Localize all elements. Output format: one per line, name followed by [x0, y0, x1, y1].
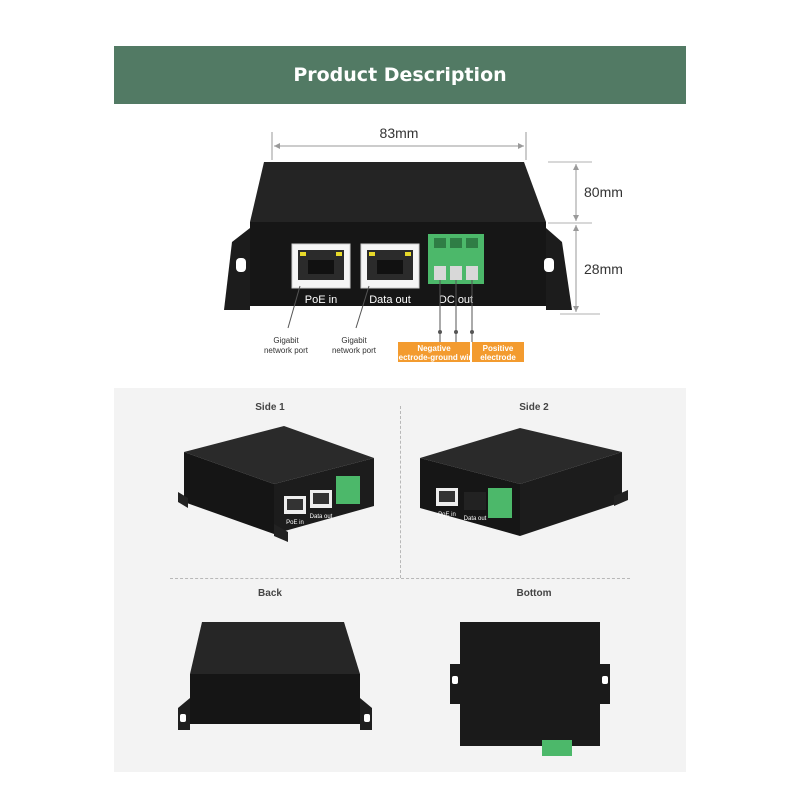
side-2-view: PoE in Data out: [410, 418, 630, 548]
side-1-poe-label: PoE in: [286, 520, 304, 526]
view-caption-side-1: Side 1: [255, 402, 285, 413]
width-label: 83mm: [380, 125, 419, 141]
side-2-poe-label: PoE in: [438, 512, 456, 518]
positive-label-1: Positive: [483, 344, 514, 353]
dc-out-terminal: [428, 234, 484, 284]
view-caption-side-2: Side 2: [519, 402, 549, 413]
width-dimension: 83mm: [271, 125, 527, 160]
poe-in-port: [291, 243, 351, 289]
positive-callout: [472, 342, 524, 362]
negative-label-2: electrode-ground wire: [392, 353, 477, 362]
gallery-divider-horizontal: [170, 578, 630, 579]
gigabit-left-label-1: Gigabit: [273, 336, 299, 345]
gigabit-right-label-2: network port: [332, 346, 377, 355]
view-caption-bottom: Bottom: [516, 588, 552, 599]
side-1-view: PoE in Data out: [174, 418, 384, 548]
view-caption-back: Back: [258, 588, 282, 599]
side-2-ports: [436, 488, 512, 518]
positive-label-2: electrode: [480, 353, 516, 362]
gigabit-right-label-1: Gigabit: [341, 336, 367, 345]
data-out-port: [360, 243, 420, 289]
header-banner: Product Description: [114, 46, 686, 104]
poe-in-label: PoE in: [305, 294, 337, 306]
page-title: Product Description: [293, 64, 507, 86]
callout-lines: [287, 280, 474, 342]
negative-callout: [398, 342, 470, 362]
side-1-data-label: Data out: [310, 514, 333, 520]
bottom-view: [450, 614, 610, 764]
negative-label-1: Negative: [417, 344, 451, 353]
side-1-ports: [284, 476, 360, 514]
height-dimension: 80mm 28mm: [548, 161, 623, 315]
views-gallery: Side 1 Side 2 Back Bottom PoE in Data ou…: [114, 388, 686, 772]
bottom-terminal: [542, 740, 572, 756]
back-view: [174, 614, 384, 744]
gallery-divider-vertical: [400, 406, 401, 578]
side-2-data-label: Data out: [464, 516, 487, 522]
gigabit-left-label-2: network port: [264, 346, 309, 355]
front-view-figure: 83mm 80mm 28mm PoE in: [224, 125, 623, 362]
height-front-label: 28mm: [584, 261, 623, 277]
height-total-label: 80mm: [584, 184, 623, 200]
data-out-label: Data out: [369, 294, 411, 306]
